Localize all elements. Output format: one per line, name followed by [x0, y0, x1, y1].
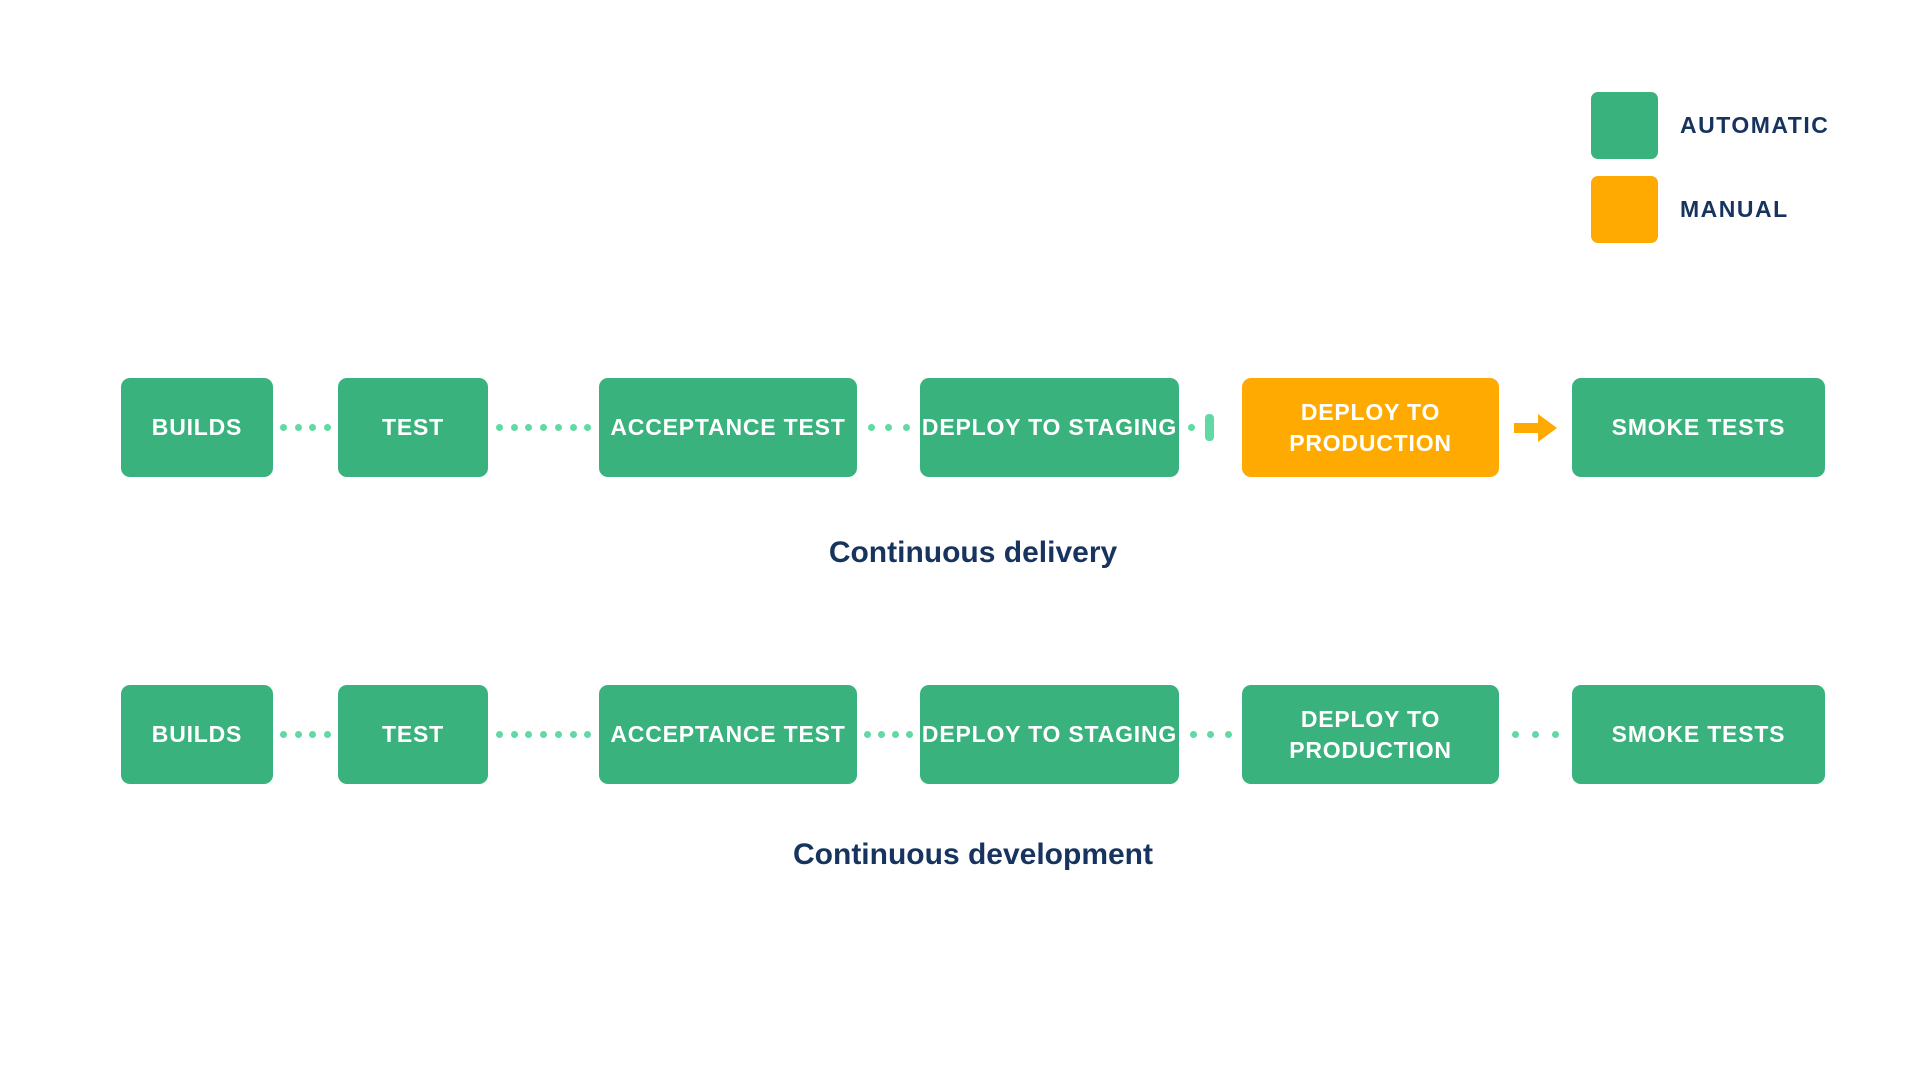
connector-dot-icon [864, 731, 871, 738]
dotted-connector [1499, 685, 1572, 784]
connector-dot-icon [1512, 731, 1519, 738]
arrow-stem [1514, 422, 1538, 433]
pipeline-continuous-delivery: BUILDS TEST ACCEPTANCE TEST DEPLOY TO ST… [121, 378, 1825, 477]
stage-deploy-to-staging: DEPLOY TO STAGING [920, 685, 1179, 784]
connector-dot-icon [554, 731, 562, 738]
pause-bar-icon [1205, 414, 1214, 441]
connector-dot-icon [1188, 424, 1195, 431]
dotted-connector [857, 378, 920, 477]
connector-dot-icon [584, 731, 592, 738]
legend-item-automatic: AUTOMATIC [1591, 92, 1829, 159]
connector-dot-icon [885, 424, 892, 431]
legend-label-manual: MANUAL [1680, 196, 1789, 222]
dotted-connector [1179, 685, 1242, 784]
legend: AUTOMATIC MANUAL [1591, 92, 1829, 243]
connector-dot-icon [1224, 731, 1232, 738]
connector-dot-icon [569, 424, 577, 431]
stage-builds: BUILDS [121, 685, 273, 784]
connector-dot-icon [878, 731, 885, 738]
stage-acceptance-test: ACCEPTANCE TEST [599, 685, 857, 784]
connector-dot-icon [510, 424, 518, 431]
connector-dot-icon [510, 731, 518, 738]
stage-smoke-tests: SMOKE TESTS [1572, 378, 1825, 477]
dotted-connector [273, 378, 338, 477]
pipeline-title-continuous-delivery: Continuous delivery [828, 536, 1118, 569]
connector-dot-icon [554, 424, 562, 431]
connector-dot-icon [902, 424, 910, 431]
dotted-connector [488, 685, 599, 784]
stage-deploy-to-production: DEPLOY TO PRODUCTION [1242, 378, 1499, 477]
stage-acceptance-test: ACCEPTANCE TEST [599, 378, 857, 477]
pipeline-title-continuous-development: Continuous development [793, 838, 1153, 871]
connector-dot-icon [540, 424, 547, 431]
manual-swatch-icon [1591, 176, 1658, 243]
dotted-connector [273, 685, 338, 784]
stage-test: TEST [338, 378, 488, 477]
manual-gate-icon [1179, 378, 1242, 477]
stage-builds: BUILDS [121, 378, 273, 477]
connector-dot-icon [495, 424, 503, 431]
connector-dot-icon [1532, 731, 1539, 738]
dotted-connector [488, 378, 599, 477]
stage-deploy-to-production: DEPLOY TO PRODUCTION [1242, 685, 1499, 784]
connector-dot-icon [569, 731, 577, 738]
connector-dot-icon [323, 731, 331, 738]
connector-dot-icon [309, 731, 317, 738]
legend-item-manual: MANUAL [1591, 176, 1829, 243]
connector-dot-icon [1189, 731, 1197, 738]
pipeline-continuous-development: BUILDS TEST ACCEPTANCE TEST DEPLOY TO ST… [121, 685, 1825, 784]
connector-dot-icon [525, 424, 533, 431]
automatic-swatch-icon [1591, 92, 1658, 159]
connector-dot-icon [892, 731, 899, 738]
connector-dot-icon [280, 424, 288, 431]
connector-dot-icon [1207, 731, 1214, 738]
connector-dot-icon [525, 731, 533, 738]
arrow-right-icon [1499, 378, 1572, 477]
connector-dot-icon [309, 424, 317, 431]
legend-label-automatic: AUTOMATIC [1680, 112, 1830, 138]
stage-smoke-tests: SMOKE TESTS [1572, 685, 1825, 784]
connector-dot-icon [294, 424, 302, 431]
arrow-head [1538, 413, 1557, 442]
connector-dot-icon [294, 731, 302, 738]
connector-dot-icon [495, 731, 503, 738]
connector-dot-icon [323, 424, 331, 431]
connector-dot-icon [867, 424, 875, 431]
connector-dot-icon [906, 731, 913, 738]
connector-dot-icon [1552, 731, 1559, 738]
dotted-connector [857, 685, 920, 784]
stage-test: TEST [338, 685, 488, 784]
connector-dot-icon [280, 731, 288, 738]
connector-dot-icon [584, 424, 592, 431]
stage-deploy-to-staging: DEPLOY TO STAGING [920, 378, 1179, 477]
connector-dot-icon [540, 731, 547, 738]
